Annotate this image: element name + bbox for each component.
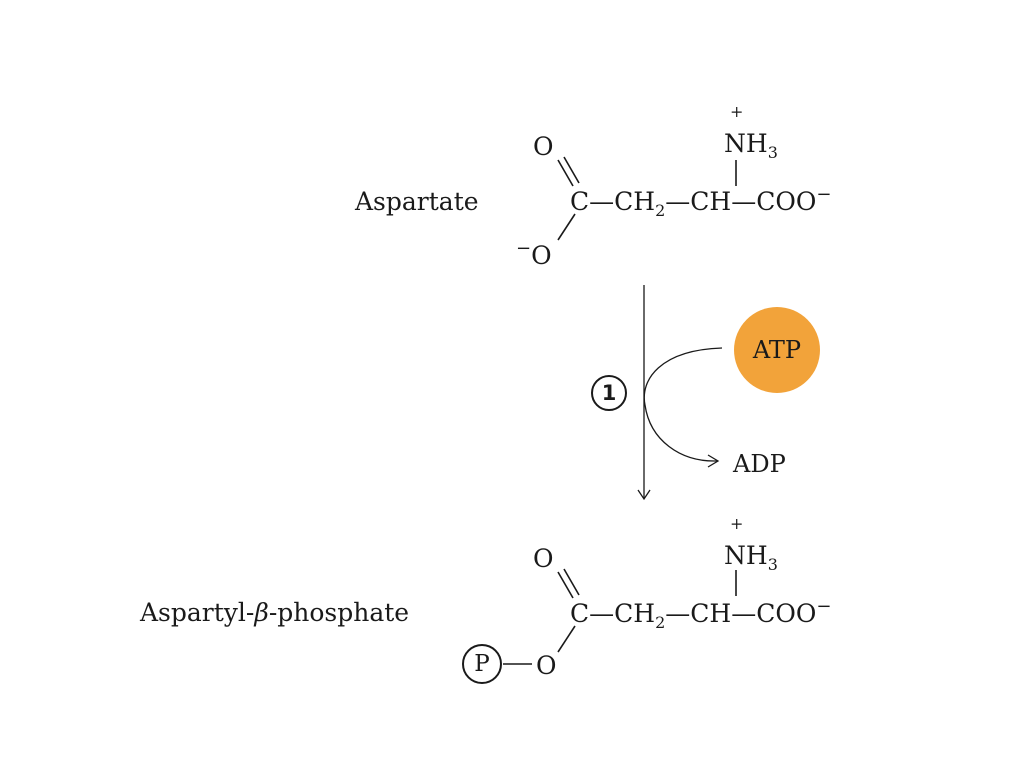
step-number-badge: 1	[591, 375, 627, 411]
substrate-amino-group: NH3	[724, 129, 778, 162]
product-ester-oxygen: O	[536, 651, 557, 680]
product-name: Aspartyl-β-phosphate	[140, 598, 410, 627]
substrate-name: Aspartate	[355, 187, 479, 216]
phosphate-group-circle: P	[462, 644, 502, 684]
atp-circle: ATP	[734, 307, 820, 393]
substrate-anion-oxygen: −O	[516, 238, 552, 270]
substrate-amino-charge: +	[730, 102, 744, 121]
product-carbonyl-oxygen: O	[533, 544, 554, 573]
substrate-carbonyl-oxygen: O	[533, 132, 554, 161]
product-amino-charge: +	[730, 514, 744, 533]
product-backbone: C—CH2—CH—COO−	[570, 596, 832, 632]
adp-label: ADP	[733, 450, 786, 478]
substrate-backbone: C—CH2—CH—COO−	[570, 184, 832, 220]
atp-label: ATP	[752, 336, 802, 364]
phosphate-label: P	[474, 651, 490, 677]
product-amino-group: NH3	[724, 541, 778, 574]
